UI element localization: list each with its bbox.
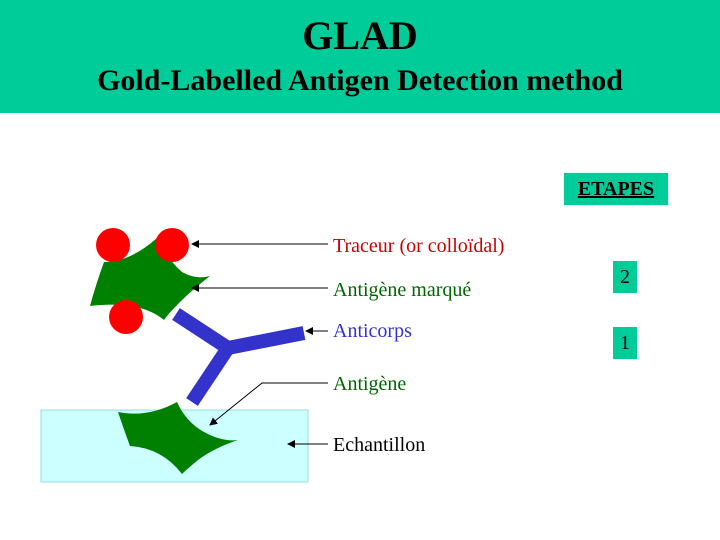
antibody-shape	[172, 308, 306, 406]
antigene-label: Antigène	[333, 373, 407, 395]
header-banner: GLAD Gold-Labelled Antigen Detection met…	[0, 0, 720, 113]
gold-particle	[155, 228, 189, 262]
anticorps-label: Anticorps	[333, 320, 412, 342]
gold-particle	[109, 300, 143, 334]
antigen-shape	[118, 402, 238, 474]
page-title: GLAD	[302, 13, 418, 58]
step-badge-1: 1	[613, 327, 637, 359]
antigene-leader-line	[209, 382, 328, 426]
antigene-marque-label: Antigène marqué	[333, 279, 472, 301]
step-badge-2: 2	[613, 261, 637, 293]
page-subtitle: Gold-Labelled Antigen Detection method	[97, 64, 623, 97]
etapes-box: ETAPES	[563, 172, 669, 206]
labelled-antigen-shape	[90, 238, 210, 320]
traceur-label: Traceur (or colloïdal)	[333, 235, 505, 257]
gold-particle	[96, 228, 130, 262]
echantillon-label: Echantillon	[333, 434, 426, 456]
